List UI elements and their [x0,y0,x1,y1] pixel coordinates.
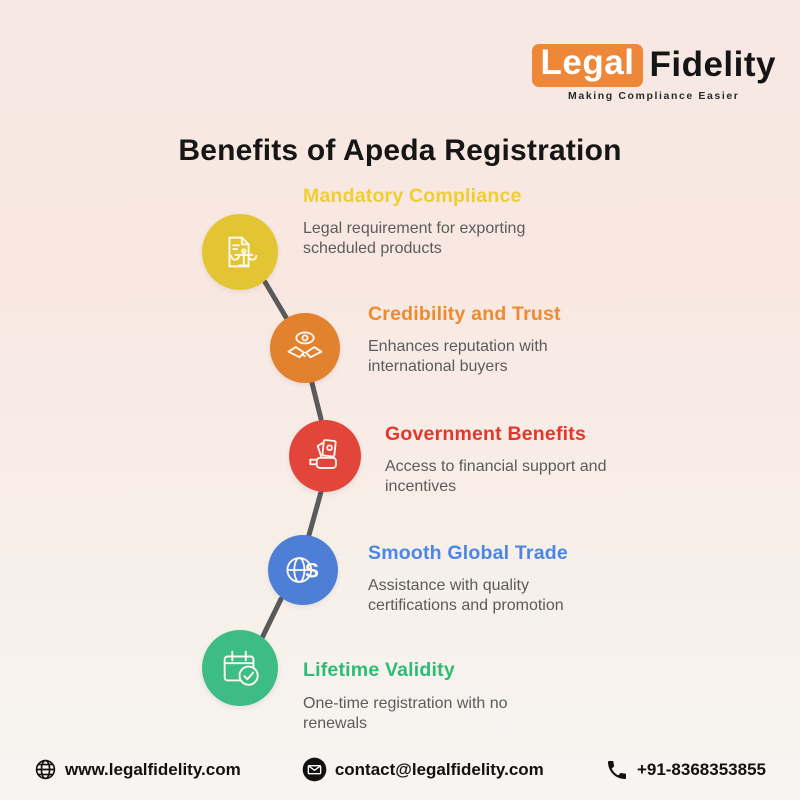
email-text: contact@legalfidelity.com [334,759,544,779]
benefit-4-title: Smooth Global Trade [368,542,568,564]
benefit-1-description: Legal requirement for exporting schedule… [303,220,526,257]
benefit-5-description: One-time registration with no renewals [303,695,508,732]
website-text: www.legalfidelity.com [65,759,241,779]
benefit-2-description: Enhances reputation with international b… [368,338,548,375]
globe-icon [35,759,56,780]
benefit-5-circle [202,630,278,706]
hand-money-icon [309,439,337,469]
benefit-2-circle [270,313,340,383]
benefit-5-title: Lifetime Validity [303,659,455,681]
benefit-3-title: Government Benefits [385,423,587,445]
logo-tagline: Making Compliance Easier [568,89,740,102]
globe-currency-icon: S [286,557,319,583]
contact-footer: www.legalfidelity.com contact@legalfidel… [0,757,800,782]
benefit-4-circle: S [268,535,338,605]
phone-icon [607,760,626,779]
benefit-1-circle [202,214,278,290]
calendar-check-icon [223,650,259,686]
logo-legal-badge: Legal [531,44,644,87]
phone-text: +91-8368353855 [636,759,766,779]
brand-logo: Legal Fidelity Making Compliance Easier [531,44,776,102]
page-title: Benefits of Apeda Registration [178,134,622,167]
handshake-eye-icon [287,331,323,359]
phone-link[interactable]: +91-8368353855 [605,758,766,782]
svg-text:S: S [305,559,319,582]
benefit-2-title: Credibility and Trust [368,303,561,325]
benefit-3-circle [289,420,361,492]
benefit-1-title: Mandatory Compliance [303,185,522,207]
benefit-3-description: Access to financial support and incentiv… [385,458,607,495]
website-link[interactable]: www.legalfidelity.com [34,758,241,781]
email-icon [302,757,327,782]
benefit-4-description: Assistance with quality certifications a… [368,577,564,614]
email-link[interactable]: contact@legalfidelity.com [302,757,544,782]
logo-fidelity-text: Fidelity [649,45,776,85]
document-scales-icon [228,236,258,268]
